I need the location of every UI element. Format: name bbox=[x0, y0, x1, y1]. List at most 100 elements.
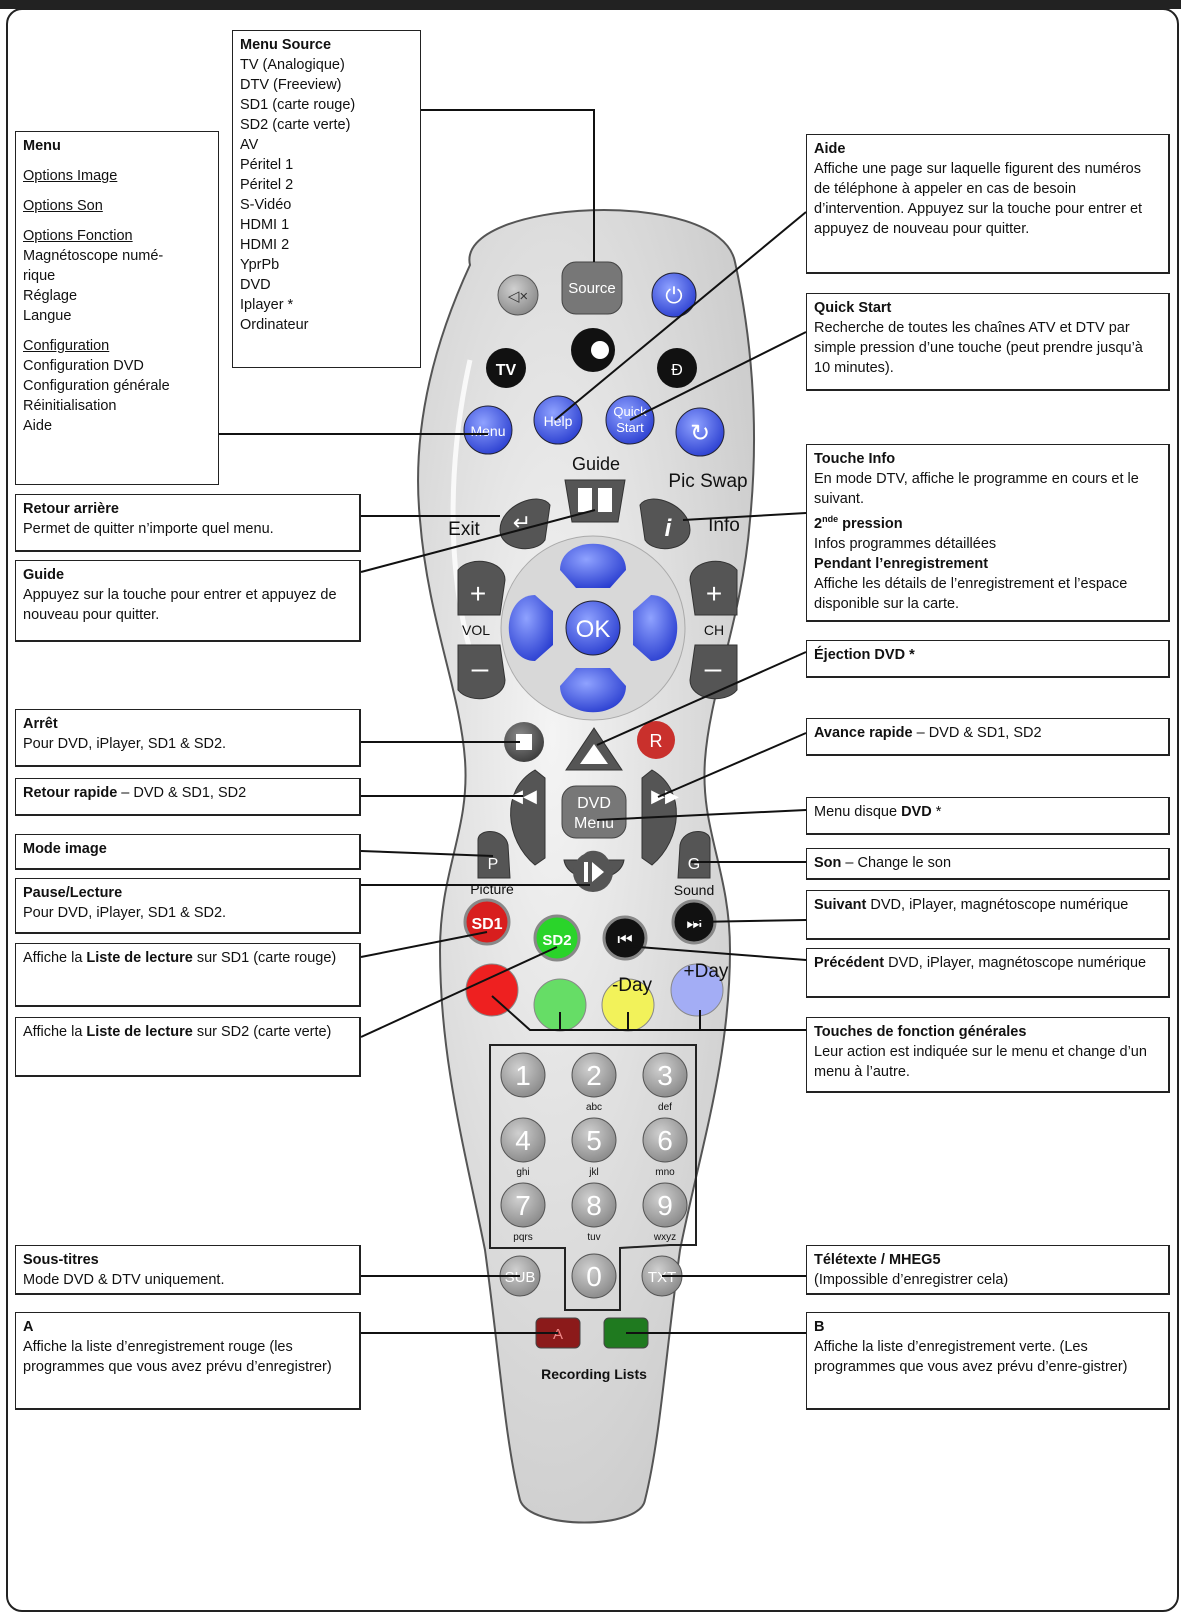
menu-disque-post: * bbox=[931, 804, 942, 820]
teletexte-title: Télétexte / MHEG5 bbox=[814, 1252, 941, 1268]
svg-text:-Day: -Day bbox=[612, 975, 653, 996]
sd1-button bbox=[463, 898, 511, 946]
pause-title: Pause/Lecture bbox=[23, 885, 123, 901]
sous-titres-text: Mode DVD & DTV uniquement. bbox=[23, 1272, 225, 1288]
number-key-7 bbox=[500, 1182, 546, 1228]
svg-text:⏻: ⏻ bbox=[665, 283, 682, 308]
ch-down-button bbox=[689, 644, 738, 700]
a-text: Affiche la liste d’enregistrement rouge … bbox=[23, 1339, 332, 1375]
number-key-8 bbox=[571, 1182, 617, 1228]
number-key-letters: abc bbox=[586, 1102, 602, 1113]
menu-config-item: Réinitialisation bbox=[23, 398, 117, 414]
quick-start-title: Quick Start bbox=[814, 300, 892, 316]
menu-source-item: SD1 (carte rouge) bbox=[240, 97, 356, 113]
svg-text:+: + bbox=[470, 578, 486, 609]
svg-text:Guide: Guide bbox=[572, 454, 620, 474]
svg-text:Picture: Picture bbox=[470, 881, 514, 897]
sd2-list-pre: Affiche la bbox=[23, 1024, 87, 1040]
avance-text: – DVD & SD1, SD2 bbox=[912, 725, 1042, 741]
svg-text:G: G bbox=[688, 856, 700, 873]
svg-text:Start: Start bbox=[616, 420, 644, 435]
avance-rapide-box: Avance rapide – DVD & SD1, SD2 bbox=[806, 718, 1170, 756]
menu-source-item: DTV (Freeview) bbox=[240, 77, 342, 93]
retour-rapide-title: Retour rapide bbox=[23, 785, 118, 801]
menu-options-fonction: Options Fonction bbox=[23, 228, 133, 244]
svg-text:OK: OK bbox=[576, 616, 611, 643]
vol-up-button bbox=[457, 560, 506, 616]
mode-image-box: Mode image bbox=[15, 834, 361, 870]
refresh-button bbox=[675, 407, 725, 457]
keypad-frame bbox=[489, 1044, 697, 1311]
red-button bbox=[465, 963, 519, 1017]
svg-text:SD2: SD2 bbox=[542, 932, 571, 949]
svg-text:↻: ↻ bbox=[690, 420, 710, 447]
number-key-letters: mno bbox=[655, 1167, 675, 1178]
touche-info-sub2: 2nde pression bbox=[814, 509, 1161, 534]
svg-text:+Day: +Day bbox=[684, 961, 729, 982]
number-key-label: 9 bbox=[657, 1190, 673, 1221]
menu-disque-bold: DVD bbox=[901, 804, 932, 820]
suivant-title: Suivant bbox=[814, 897, 867, 913]
sd2-list-box: Affiche la Liste de lecture sur SD2 (car… bbox=[15, 1017, 361, 1077]
menu-source-item: YprPb bbox=[240, 257, 280, 273]
touche-info-sub2-sup: nde bbox=[822, 514, 839, 524]
number-key-label: 7 bbox=[515, 1190, 531, 1221]
svg-text:i: i bbox=[665, 515, 673, 542]
svg-text:Menu: Menu bbox=[574, 815, 614, 832]
dtv-button bbox=[657, 348, 697, 388]
svg-text:Info: Info bbox=[708, 515, 740, 536]
menu-options-image: Options Image bbox=[23, 168, 118, 184]
exit-button bbox=[499, 498, 551, 550]
sd2-list-bold: Liste de lecture bbox=[86, 1024, 193, 1040]
number-key-label: 3 bbox=[657, 1060, 673, 1091]
rewind-button bbox=[510, 769, 546, 866]
svg-text:A: A bbox=[553, 1326, 563, 1343]
number-key-letters: ghi bbox=[516, 1167, 529, 1178]
svg-text:Exit: Exit bbox=[448, 519, 480, 540]
touche-info-text2: Infos programmes détaillées bbox=[814, 535, 997, 552]
previous-button bbox=[602, 915, 648, 961]
ch-up-button bbox=[689, 560, 738, 616]
mute-button bbox=[497, 274, 539, 316]
menu-disque-box: Menu disque DVD * bbox=[806, 797, 1170, 835]
menu-source-item: Ordinateur bbox=[240, 317, 309, 333]
sd1-list-pre: Affiche la bbox=[23, 950, 87, 966]
svg-text:TXT: TXT bbox=[648, 1269, 676, 1286]
retour-arriere-title: Retour arrière bbox=[23, 501, 119, 517]
menu-source-item: AV bbox=[240, 137, 259, 153]
menu-config-item: Configuration DVD bbox=[23, 358, 144, 374]
tv-button bbox=[486, 348, 526, 388]
menu-fonction-item: Magnétoscope numé- bbox=[23, 248, 164, 264]
sous-titres-box: Sous-titres Mode DVD & DTV uniquement. bbox=[15, 1245, 361, 1295]
sd2-button bbox=[533, 914, 581, 962]
svg-text:VOL: VOL bbox=[462, 622, 490, 638]
blue-button bbox=[670, 963, 724, 1017]
dpad-down bbox=[560, 668, 626, 713]
retour-rapide-box: Retour rapide – DVD & SD1, SD2 bbox=[15, 778, 361, 816]
menu-source-item: Iplayer * bbox=[240, 297, 294, 313]
sd2-list-post: sur SD2 (carte verte) bbox=[192, 1024, 332, 1040]
record-button bbox=[637, 721, 675, 759]
svg-text:Help: Help bbox=[544, 413, 573, 429]
teletexte-text: (Impossible d’enregistrer cela) bbox=[814, 1272, 1009, 1288]
arret-text: Pour DVD, iPlayer, SD1 & SD2. bbox=[23, 736, 227, 752]
touche-info-sub3: Pendant l’enregistrement bbox=[814, 555, 989, 572]
menu-title: Menu bbox=[23, 138, 61, 154]
touche-info-sub2-rest: pression bbox=[838, 515, 903, 532]
son-box: Son – Change le son bbox=[806, 848, 1170, 880]
menu-button bbox=[463, 405, 513, 455]
menu-fonction-item: Langue bbox=[23, 308, 72, 324]
number-key-label: 1 bbox=[515, 1060, 531, 1091]
b-text: Affiche la liste d’enregistrement verte.… bbox=[814, 1339, 1128, 1375]
arret-title: Arrêt bbox=[23, 716, 58, 732]
ejection-box: Éjection DVD * bbox=[806, 640, 1170, 678]
svg-text:⏮: ⏮ bbox=[617, 930, 632, 949]
sd1-list-bold: Liste de lecture bbox=[86, 950, 193, 966]
number-key-letters: pqrs bbox=[513, 1232, 532, 1243]
source-button bbox=[561, 261, 623, 315]
svg-text:CH: CH bbox=[704, 622, 724, 638]
touche-info-text3: Affiche les détails de l’enregistrement … bbox=[814, 575, 1128, 612]
menu-source-item: HDMI 1 bbox=[240, 217, 290, 233]
svg-text:–: – bbox=[472, 652, 489, 685]
menu-source-title: Menu Source bbox=[240, 37, 332, 53]
